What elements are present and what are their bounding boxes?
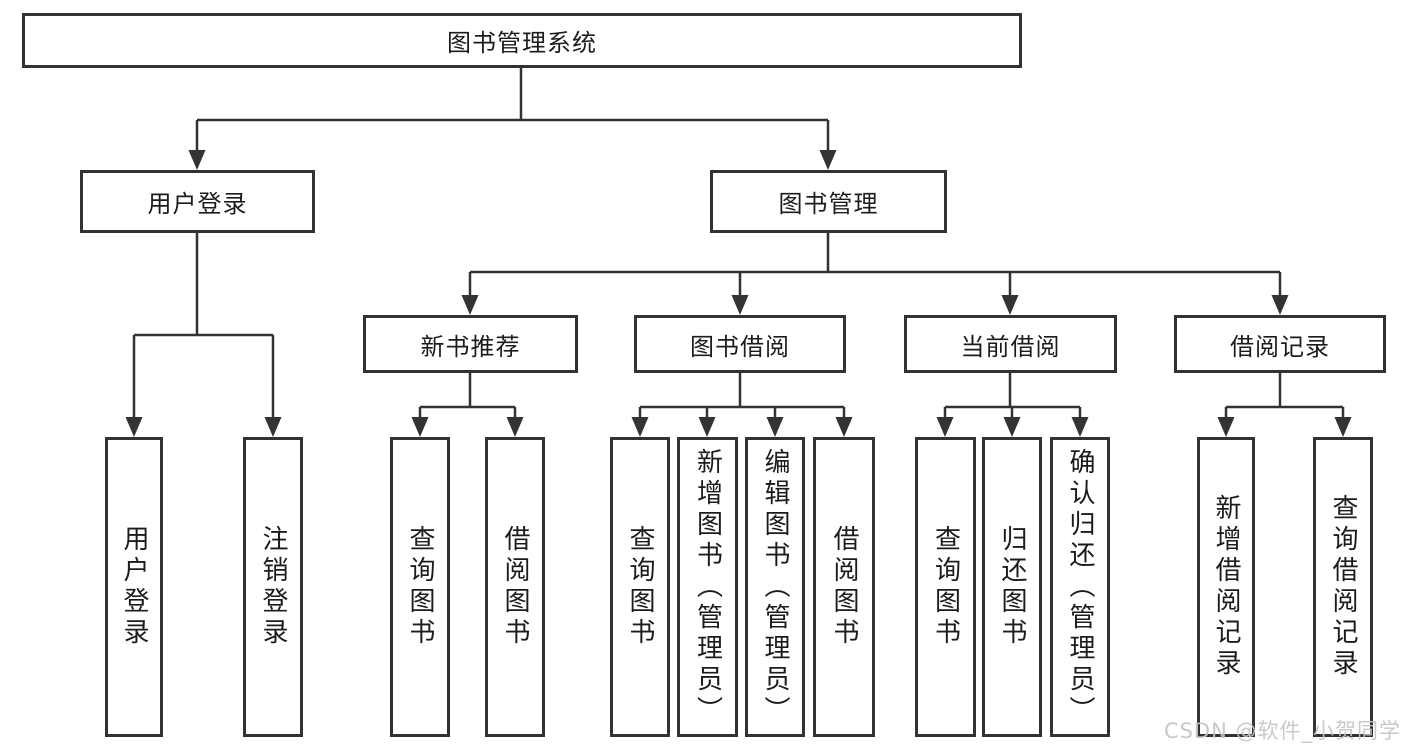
connector-borrow-records-to-leaves [1217, 373, 1352, 437]
leaf-return-books: 归还图书 [982, 437, 1042, 737]
leaf-query-books-current: 查询图书 [915, 437, 976, 737]
leaf-borrow-books: 借阅图书 [813, 437, 875, 737]
leaf-borrow-books-recommend: 借阅图书 [485, 437, 545, 737]
leaf-logout: 注销登录 [243, 437, 303, 737]
leaf-add-books-admin: 新增图书（管理员） [677, 437, 738, 737]
node-book-borrow: 图书借阅 [634, 315, 846, 373]
connector-user-login-to-leaves [125, 233, 282, 437]
connector-root-to-level2 [188, 68, 837, 170]
connector-current-borrow-to-leaves [936, 373, 1089, 437]
node-borrow-records: 借阅记录 [1174, 315, 1386, 373]
leaf-query-borrow-record: 查询借阅记录 [1313, 437, 1373, 737]
node-new-book-recommend: 新书推荐 [363, 315, 578, 373]
node-current-borrow: 当前借阅 [904, 315, 1117, 373]
leaf-edit-books-admin: 编辑图书（管理员） [745, 437, 805, 737]
node-user-login: 用户登录 [80, 170, 315, 233]
csdn-watermark: CSDN @软件_小贺同学 [1163, 719, 1401, 743]
leaf-query-books-recommend: 查询图书 [390, 437, 450, 737]
node-library-management-system: 图书管理系统 [22, 13, 1022, 68]
connector-new-book-to-leaves [411, 373, 524, 437]
connector-book-borrow-to-leaves [631, 373, 853, 437]
leaf-user-login: 用户登录 [105, 437, 163, 737]
connector-book-management-to-level3 [461, 233, 1289, 315]
leaf-confirm-return-admin: 确认归还（管理员） [1050, 437, 1110, 737]
leaf-query-books-borrow: 查询图书 [610, 437, 670, 737]
leaf-add-borrow-record: 新增借阅记录 [1197, 437, 1255, 737]
node-book-management: 图书管理 [710, 170, 947, 233]
